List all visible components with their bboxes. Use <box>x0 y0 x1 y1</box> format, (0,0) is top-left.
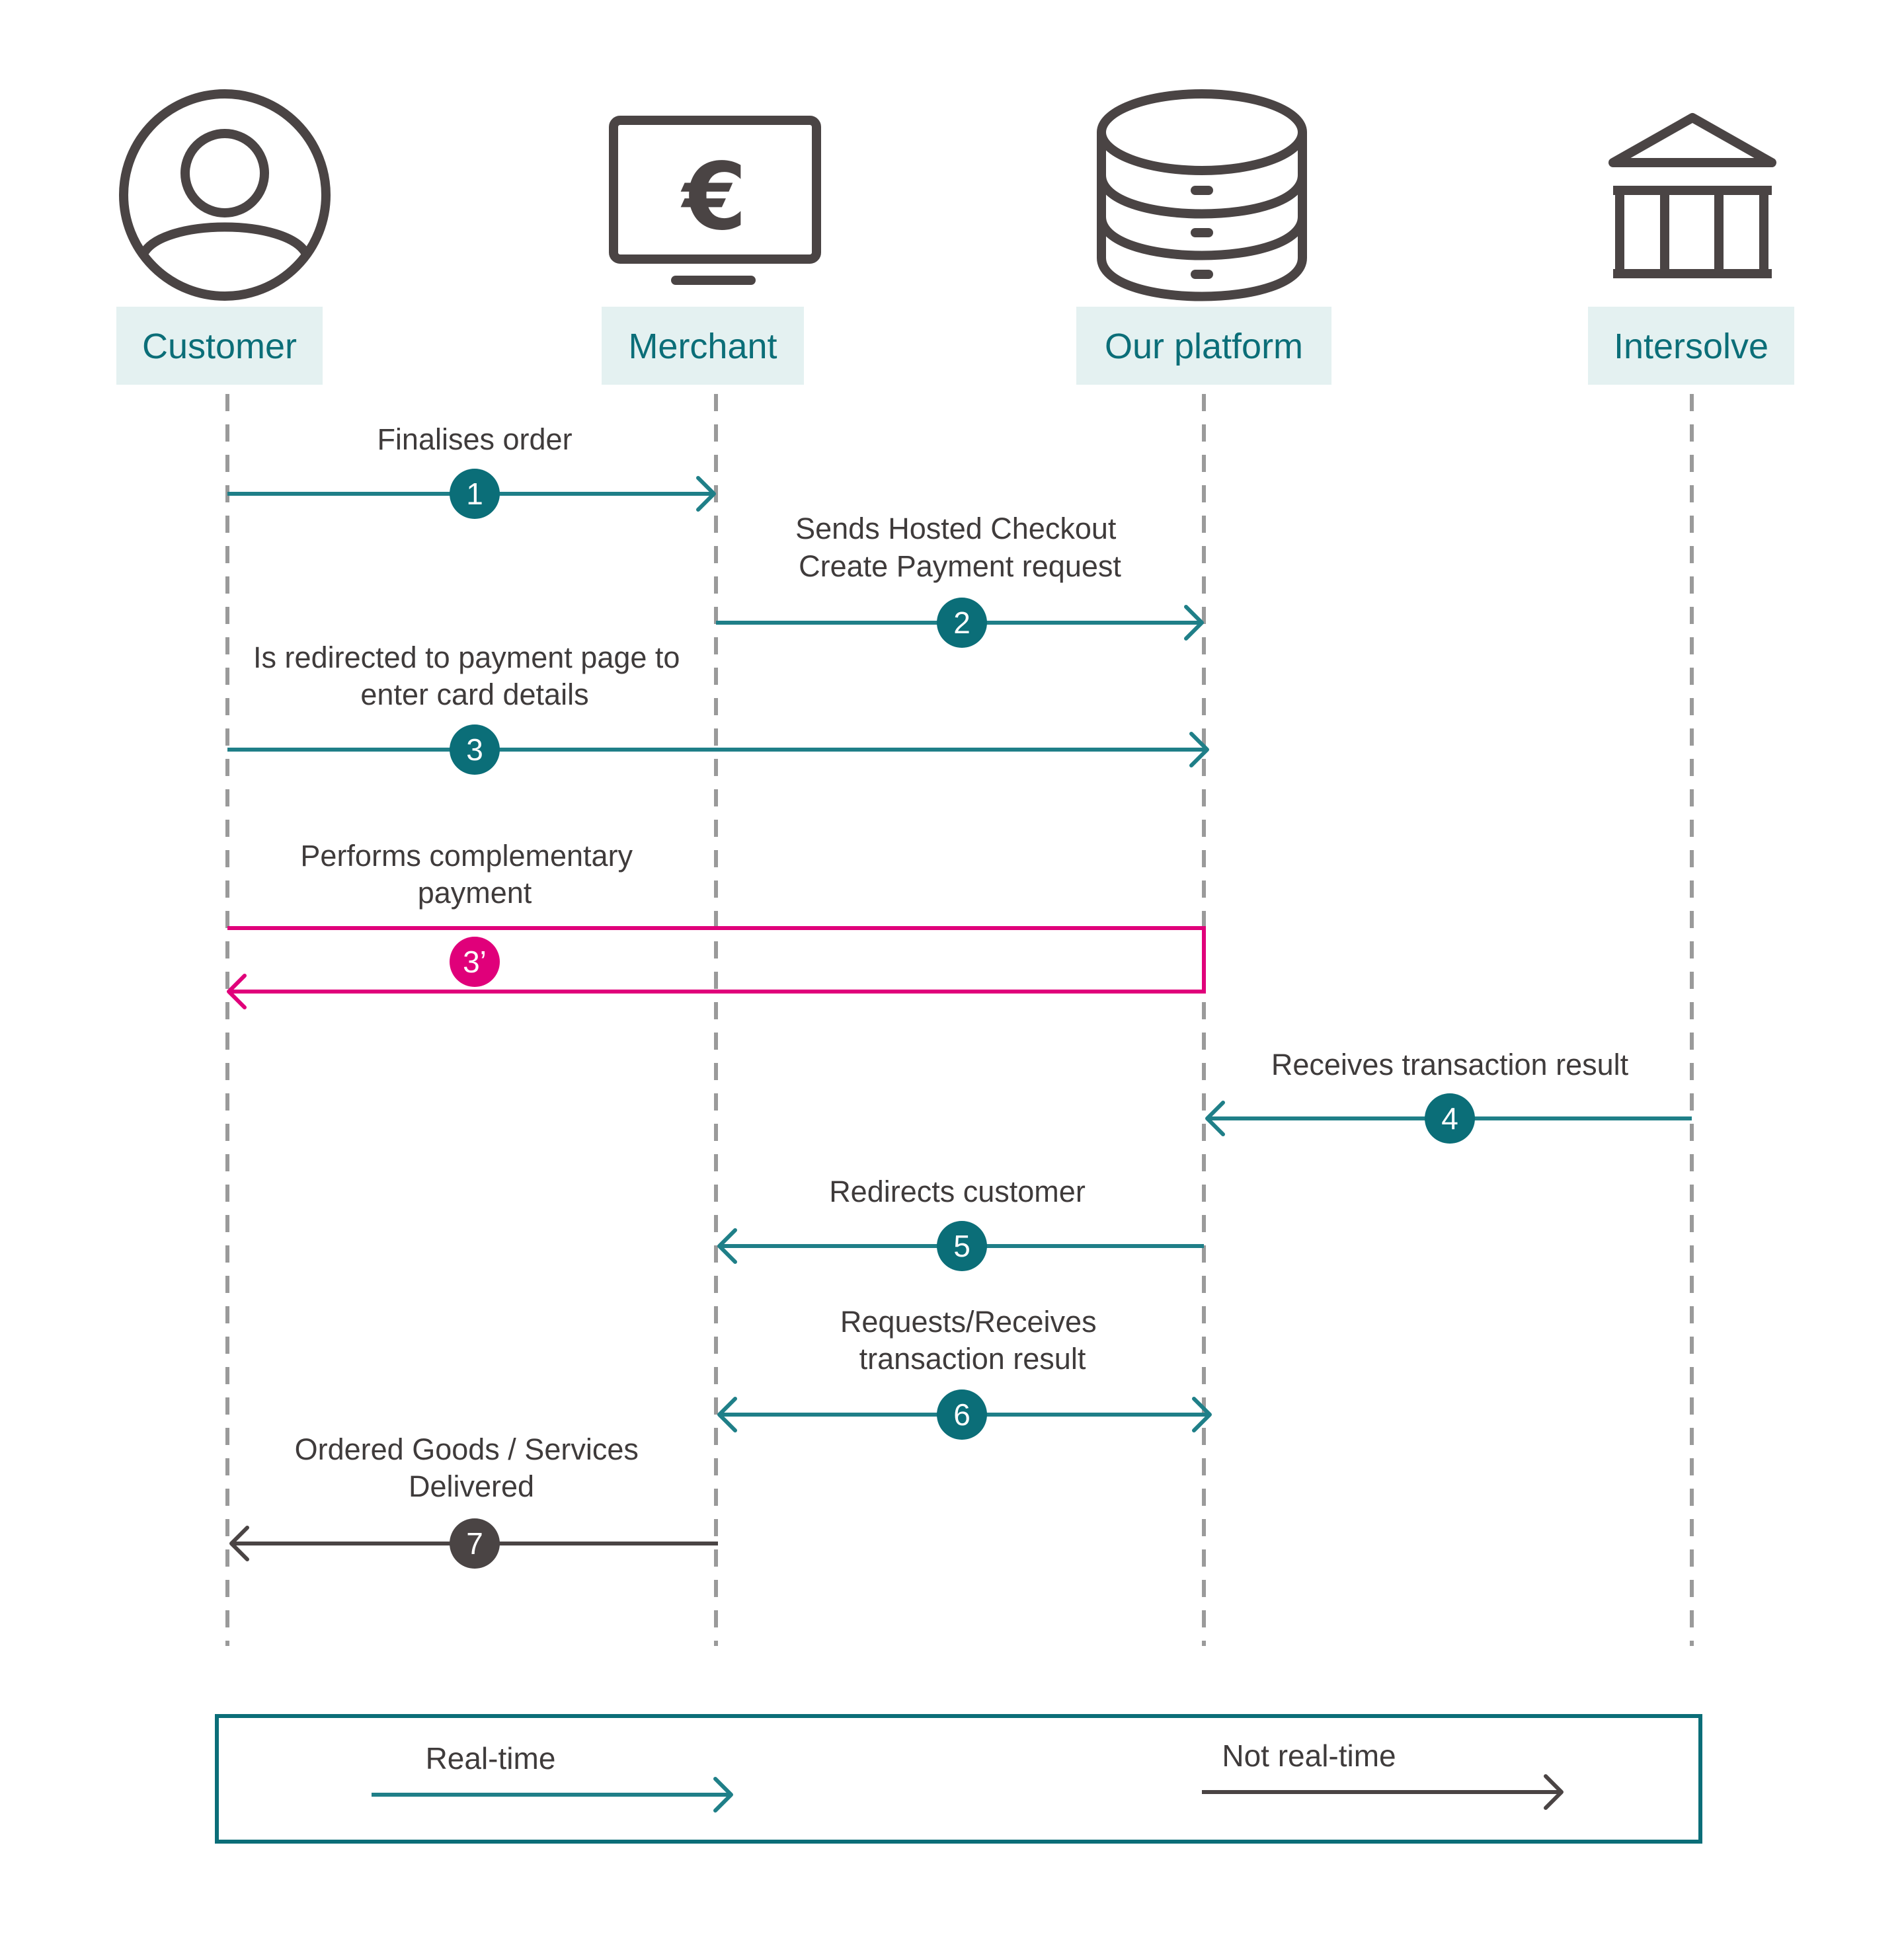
arrowhead <box>1189 732 1209 767</box>
step-4: Receives transaction result 4 <box>1205 1048 1692 1144</box>
step-badge <box>1425 1093 1475 1144</box>
step-badge <box>450 724 500 775</box>
step-label: Ordered Goods / Services Delivered <box>295 1432 647 1503</box>
step-number: 7 <box>466 1526 483 1561</box>
step-number: 1 <box>466 477 483 511</box>
step-badge <box>450 469 500 519</box>
loop-arrow <box>227 926 1206 994</box>
arrowhead <box>717 1228 737 1264</box>
arrowhead <box>1184 605 1204 641</box>
svg-text:€: € <box>680 143 746 251</box>
step-number: 2 <box>953 606 971 640</box>
step-label: Redirects customer <box>829 1175 1086 1208</box>
step-label: Sends Hosted Checkout Create Payment req… <box>795 512 1125 583</box>
step-number: 6 <box>953 1397 971 1432</box>
actor-label-customer: Customer <box>116 307 323 385</box>
step-badge <box>450 1518 500 1569</box>
step-number: 5 <box>953 1229 971 1263</box>
bank-icon <box>1608 113 1776 278</box>
actor-label-intersolve: Intersolve <box>1588 307 1794 385</box>
monitor-euro-icon: € <box>609 116 821 285</box>
step-5: Redirects customer 5 <box>717 1175 1204 1271</box>
step-1: Finalises order 1 <box>227 422 716 519</box>
legend-real-time-label: Real-time <box>426 1741 556 1776</box>
step-3: Is redirected to payment page to enter c… <box>227 641 1209 775</box>
arrowhead <box>1205 1101 1225 1136</box>
step-number: 3’ <box>463 945 487 979</box>
step-badge <box>937 598 987 648</box>
step-badge <box>937 1221 987 1271</box>
actor-name: Customer <box>142 327 297 366</box>
step-6: Requests/Receives transaction result 6 <box>717 1305 1212 1440</box>
step-2: Sends Hosted Checkout Create Payment req… <box>716 512 1204 648</box>
step-label: Receives transaction result <box>1271 1048 1629 1081</box>
step-number: 3 <box>466 732 483 767</box>
step-label: Requests/Receives transaction result <box>840 1305 1105 1376</box>
step-label: Finalises order <box>377 422 572 456</box>
step-badge <box>937 1389 987 1440</box>
actor-name: Merchant <box>628 327 777 366</box>
arrowhead <box>1192 1397 1212 1432</box>
legend: Real-time Not real-time <box>215 1714 1702 1844</box>
arrowhead <box>229 1526 249 1561</box>
step-3-prime: Performs complementary payment 3’ <box>227 839 1206 1009</box>
actor-label-merchant: Merchant <box>602 307 804 385</box>
arrowhead <box>717 1397 737 1432</box>
user-icon <box>119 89 331 301</box>
step-badge <box>450 937 500 987</box>
legend-not-real-time-label: Not real-time <box>1222 1739 1396 1773</box>
actor-name: Our platform <box>1105 327 1303 366</box>
step-label: Performs complementary payment <box>300 839 641 910</box>
actor-name: Intersolve <box>1614 327 1768 366</box>
database-icon <box>1097 89 1307 301</box>
step-number: 4 <box>1441 1101 1458 1136</box>
arrowhead <box>696 476 716 512</box>
step-7: Ordered Goods / Services Delivered 7 <box>229 1432 718 1569</box>
step-label: Is redirected to payment page to enter c… <box>253 641 688 711</box>
arrowhead <box>227 974 247 1009</box>
actor-label-platform: Our platform <box>1076 307 1331 385</box>
